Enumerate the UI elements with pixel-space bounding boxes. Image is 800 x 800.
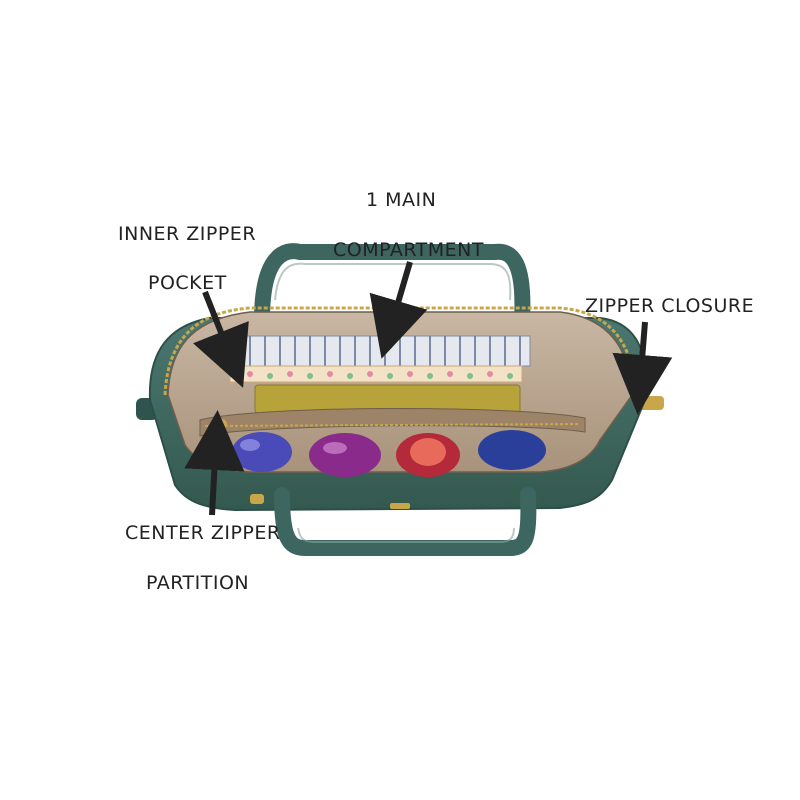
label-center-partition-line2: PARTITION bbox=[146, 572, 250, 594]
arrow-inner-zipper-pocket bbox=[193, 290, 249, 388]
arrow-main-compartment bbox=[369, 261, 428, 359]
label-zipper-closure: ZIPPER CLOSURE bbox=[585, 295, 755, 317]
logo-plate bbox=[390, 503, 410, 509]
floral-notebook bbox=[229, 365, 523, 383]
navy-bottle bbox=[478, 430, 546, 470]
back-handle bbox=[254, 243, 531, 328]
label-main-line2: COMPARTMENT bbox=[333, 239, 484, 261]
notebook bbox=[237, 335, 531, 367]
label-inner-pocket-line2: POCKET bbox=[148, 272, 227, 294]
handle-ring bbox=[250, 494, 264, 504]
label-inner-pocket-line1: INNER ZIPPER bbox=[118, 223, 257, 245]
label-center-partition-line1: CENTER ZIPPER bbox=[125, 522, 281, 544]
purple-bottle bbox=[309, 433, 381, 477]
center-zipper-partition bbox=[199, 408, 586, 437]
arrow-center-zipper-partition bbox=[184, 410, 245, 516]
center-zipper-pull bbox=[217, 419, 227, 429]
front-handle bbox=[274, 487, 537, 556]
label-main-line1: 1 MAIN bbox=[366, 189, 437, 211]
arrow-zipper-closure bbox=[612, 321, 673, 415]
blue-bottle bbox=[232, 432, 292, 472]
